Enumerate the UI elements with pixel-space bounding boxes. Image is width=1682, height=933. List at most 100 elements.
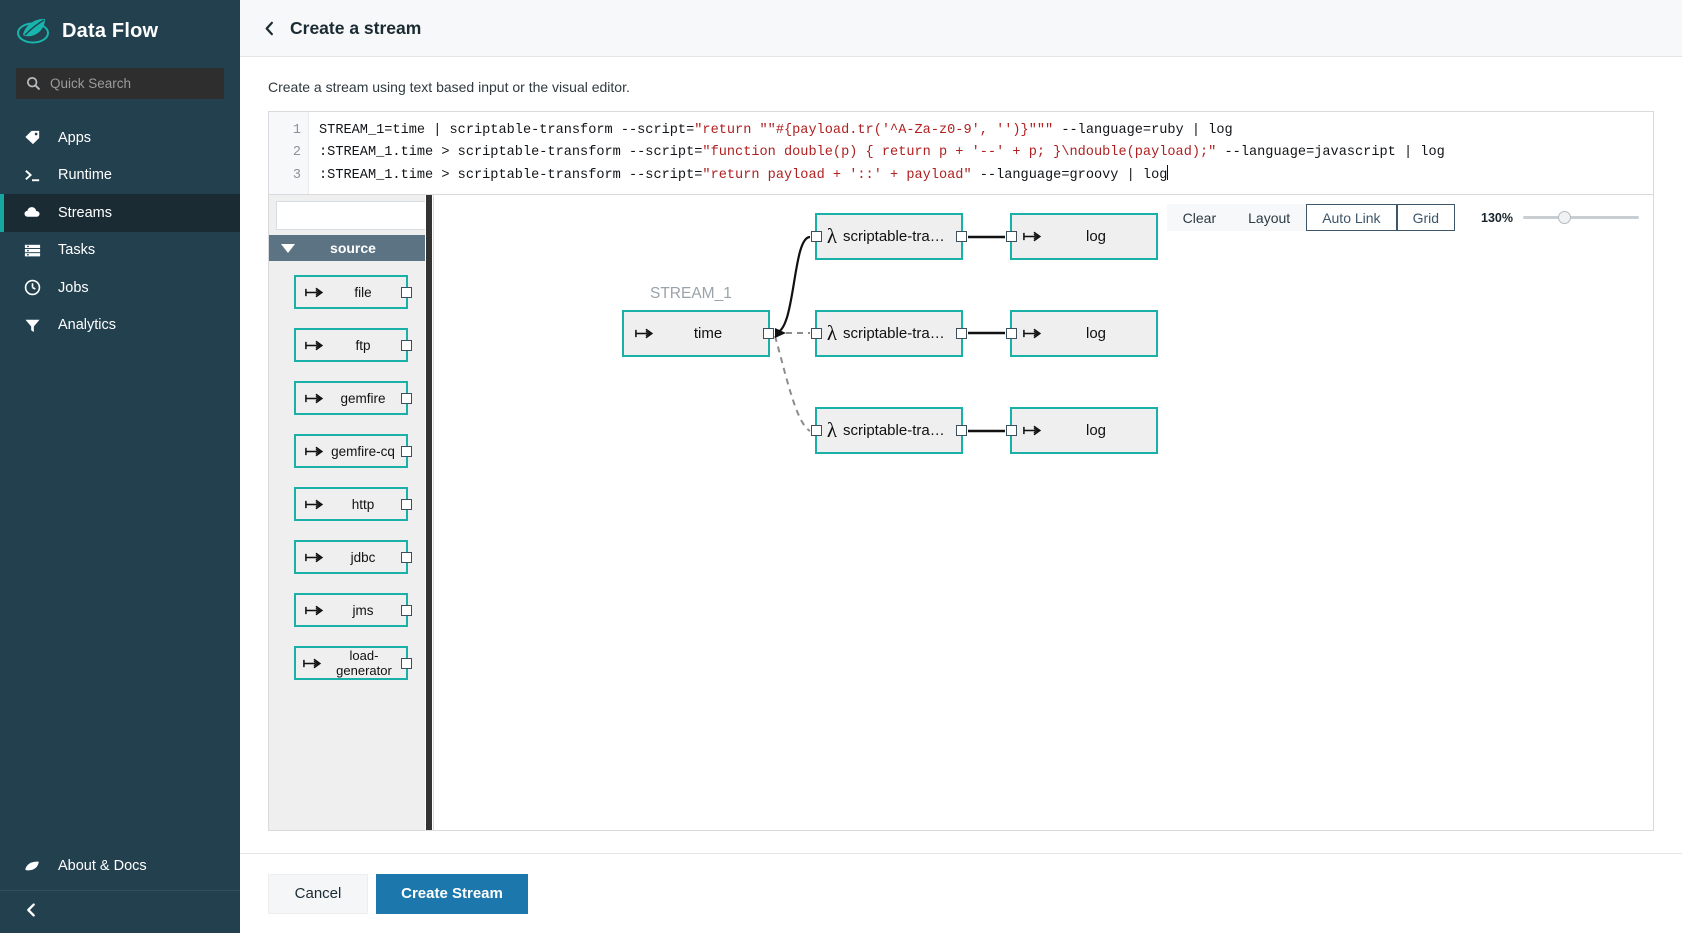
- grid-button[interactable]: Grid: [1396, 204, 1456, 231]
- create-stream-button[interactable]: Create Stream: [376, 873, 528, 914]
- sink-arrow-icon: [1020, 424, 1046, 437]
- sidebar-item-label: Analytics: [58, 317, 117, 333]
- palette-item-gemfire[interactable]: gemfire: [294, 381, 412, 415]
- palette-item-label: file: [354, 284, 372, 300]
- input-port[interactable]: [1006, 231, 1017, 242]
- flow-node-label: scriptable-tra…: [843, 422, 945, 439]
- sidebar-item-apps[interactable]: Apps: [0, 119, 240, 157]
- page-footer: Cancel Create Stream: [240, 853, 1682, 933]
- page-title: Create a stream: [290, 17, 422, 38]
- flow-node-log2[interactable]: log: [1006, 310, 1158, 357]
- zoom-slider-thumb[interactable]: [1557, 211, 1571, 224]
- output-port[interactable]: [401, 392, 412, 404]
- code-line: :STREAM_1.time > scriptable-transform --…: [319, 164, 1653, 187]
- source-arrow-icon: [304, 286, 326, 299]
- clear-button[interactable]: Clear: [1166, 204, 1233, 231]
- stack-icon: [22, 240, 42, 260]
- palette-scrollbar[interactable]: [425, 195, 433, 830]
- output-port[interactable]: [956, 231, 967, 242]
- zoom-control[interactable]: 130%: [1481, 211, 1639, 225]
- search-placeholder: Quick Search: [50, 76, 132, 91]
- palette-item-file[interactable]: file: [294, 275, 412, 309]
- link-time-to-transform3: [774, 335, 811, 432]
- palette-search-input[interactable]: [276, 201, 426, 230]
- source-arrow-icon: [304, 604, 326, 617]
- output-port[interactable]: [401, 604, 412, 616]
- output-port[interactable]: [401, 551, 412, 563]
- sidebar-collapse-button[interactable]: [0, 890, 240, 933]
- palette-group-source[interactable]: source: [269, 235, 433, 261]
- palette-item-label: jdbc: [350, 549, 376, 565]
- source-arrow-icon: [304, 551, 326, 564]
- input-port[interactable]: [1006, 425, 1017, 436]
- sidebar-item-jobs[interactable]: Jobs: [0, 269, 240, 307]
- output-port[interactable]: [401, 339, 412, 351]
- output-port[interactable]: [956, 328, 967, 339]
- flow-node-time[interactable]: time: [622, 310, 774, 357]
- code-text: :STREAM_1.time > scriptable-transform --…: [319, 167, 703, 183]
- output-port[interactable]: [401, 498, 412, 510]
- input-port[interactable]: [1006, 328, 1017, 339]
- output-port[interactable]: [401, 286, 412, 298]
- lambda-icon: λ: [826, 321, 838, 345]
- sidebar-item-label: Streams: [58, 204, 112, 221]
- auto-link-button[interactable]: Auto Link: [1306, 204, 1397, 231]
- input-port[interactable]: [811, 328, 822, 339]
- zoom-slider-track: [1523, 216, 1639, 219]
- back-button[interactable]: [260, 19, 278, 37]
- line-number: 3: [292, 167, 301, 183]
- flow-node-label: log: [1085, 228, 1107, 245]
- line-number: 2: [292, 145, 301, 161]
- palette-item-jdbc[interactable]: jdbc: [294, 540, 412, 574]
- palette-item-http[interactable]: http: [294, 487, 412, 521]
- sidebar-item-tasks[interactable]: Tasks: [0, 232, 240, 270]
- input-port[interactable]: [811, 425, 822, 436]
- flow-node-log3[interactable]: log: [1006, 407, 1158, 454]
- sidebar-about-label: About & Docs: [58, 857, 147, 874]
- cancel-button[interactable]: Cancel: [268, 873, 368, 914]
- stream-name-label: STREAM_1: [650, 285, 732, 302]
- sidebar-nav: Apps Runtime Streams: [0, 119, 240, 344]
- zoom-level-label: 130%: [1481, 210, 1513, 225]
- palette-item-ftp[interactable]: ftp: [294, 328, 412, 362]
- layout-button[interactable]: Layout: [1232, 204, 1307, 231]
- brand[interactable]: Data Flow: [0, 0, 240, 62]
- lambda-icon: λ: [826, 224, 838, 248]
- sidebar-item-analytics[interactable]: Analytics: [0, 307, 240, 345]
- sink-arrow-icon: [1020, 327, 1046, 340]
- zoom-slider[interactable]: [1523, 211, 1639, 225]
- stream-designer: source file ftp gemfire gemfire-cq http jdbc j…: [268, 195, 1654, 831]
- terminal-icon: [22, 165, 42, 185]
- page-header: Create a stream: [240, 0, 1682, 57]
- caret-down-icon: [281, 243, 295, 253]
- sidebar-item-about-docs[interactable]: About & Docs: [0, 842, 240, 890]
- stream-definition-editor[interactable]: 1 2 3 STREAM_1=time | scriptable-transfo…: [268, 111, 1654, 195]
- editor-code[interactable]: STREAM_1=time | scriptable-transform --s…: [309, 112, 1653, 194]
- source-arrow-icon: [304, 498, 326, 511]
- sidebar-item-label: Apps: [58, 129, 92, 146]
- palette-item-gemfire-cq[interactable]: gemfire-cq: [294, 434, 412, 468]
- sidebar-item-runtime[interactable]: Runtime: [0, 157, 240, 195]
- output-port[interactable]: [401, 657, 412, 669]
- code-string: "return ""#{payload.tr('^A-Za-z0-9', '')…: [694, 123, 1054, 138]
- input-port[interactable]: [811, 231, 822, 242]
- sidebar-item-streams[interactable]: Streams: [0, 194, 240, 232]
- search-input[interactable]: Quick Search: [16, 68, 224, 99]
- code-line: STREAM_1=time | scriptable-transform --s…: [319, 120, 1653, 142]
- code-text: --language=javascript | log: [1216, 145, 1445, 161]
- output-port[interactable]: [401, 445, 412, 457]
- palette-item-jms[interactable]: jms: [294, 593, 412, 627]
- output-port[interactable]: [956, 425, 967, 436]
- palette-item-load-generator[interactable]: load-generator: [294, 646, 412, 680]
- code-string: "return payload + '::' + payload": [702, 167, 972, 183]
- source-arrow-icon: [304, 392, 326, 405]
- sidebar-item-label: Tasks: [58, 242, 96, 258]
- flow-node-log1[interactable]: log: [1006, 213, 1158, 260]
- palette-scrollbar-thumb[interactable]: [426, 195, 432, 830]
- output-port[interactable]: [763, 328, 774, 339]
